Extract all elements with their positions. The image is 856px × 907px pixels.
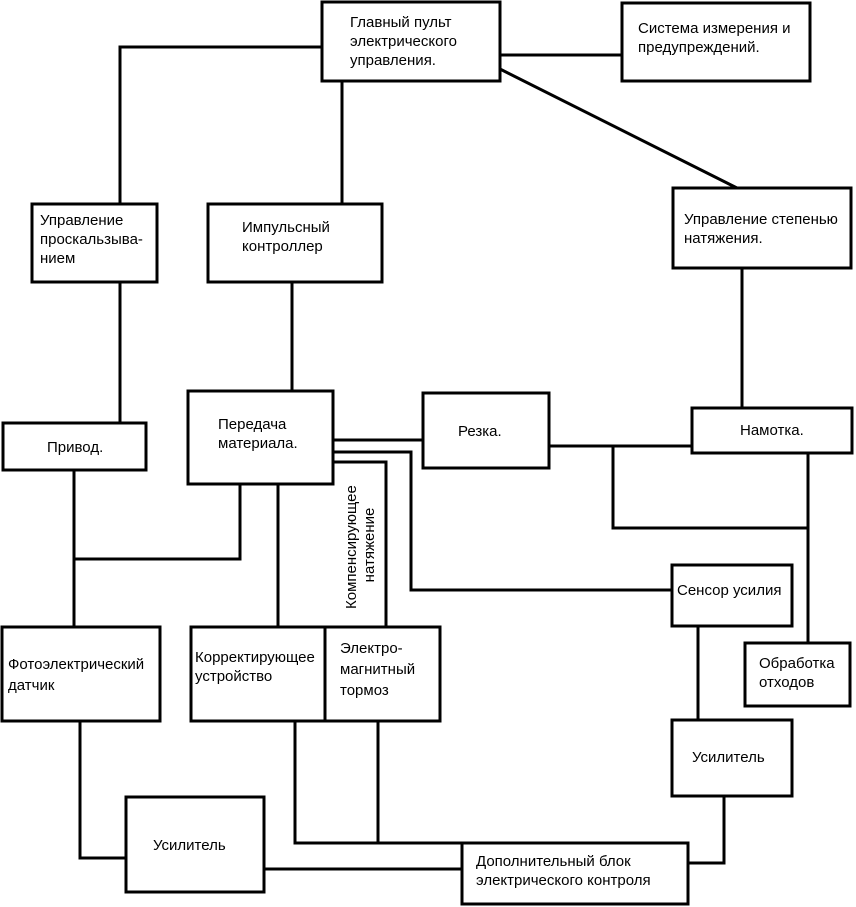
tension-control-label: Управление степенью натяжения. <box>684 211 842 247</box>
wire-correcting-aux <box>293 721 462 845</box>
node-aux-control-block: Дополнительный блок электрического контр… <box>460 841 690 906</box>
node-waste-processing: Обработка отходов <box>743 641 852 708</box>
wire-waste-loop <box>611 446 808 530</box>
amplifier-left-label: Усилитель <box>153 837 226 854</box>
connections <box>72 45 810 871</box>
wire-feed-force-sensor <box>333 450 672 592</box>
node-cutting: Резка. <box>421 391 551 470</box>
node-amplifier-left: Усилитель <box>124 795 266 894</box>
correcting-device-label: Корректирующее устройство <box>195 649 319 685</box>
wire-amplifier-aux-right <box>688 796 726 865</box>
node-pulse-controller: Импульсный контроллер <box>206 202 384 284</box>
node-material-feed: Передача материала. <box>186 389 335 486</box>
winding-label: Намотка. <box>740 422 804 439</box>
node-main-console: Главный пульт электрического управления. <box>320 0 502 83</box>
photo-sensor-label: Фотоэлектрический датчик <box>8 656 148 694</box>
node-correcting-device: Корректирующее устройство <box>189 625 327 723</box>
node-em-brake: Электро- магнитный тормоз <box>323 625 442 723</box>
node-winding: Намотка. <box>690 406 854 455</box>
node-drive: Привод. <box>1 421 148 472</box>
main-console-label: Главный пульт электрического управления. <box>350 14 461 69</box>
slip-control-label: Управление проскальзыва- нием <box>40 212 147 267</box>
wire-feed-em-brake <box>333 460 388 627</box>
em-brake-label: Электро- магнитный тормоз <box>340 640 419 699</box>
pulse-controller-label: Импульсный контроллер <box>242 219 334 255</box>
drive-label: Привод. <box>47 439 103 456</box>
node-slip-control: Управление проскальзыва- нием <box>30 202 159 284</box>
material-feed-label: Передача материала. <box>218 416 298 452</box>
wire-photo-amplifier <box>78 721 126 860</box>
amplifier-right-label: Усилитель <box>692 749 765 766</box>
node-amplifier-right: Усилитель <box>670 718 794 798</box>
node-force-sensor: Сенсор усилия <box>670 563 794 628</box>
node-photo-sensor: Фотоэлектрический датчик <box>0 625 162 723</box>
wire-console-tension <box>499 67 738 190</box>
node-tension-control: Управление степенью натяжения. <box>671 186 853 270</box>
force-sensor-label: Сенсор усилия <box>677 582 781 599</box>
measurement-system-label: Система измерения и предупреждений. <box>638 20 795 56</box>
aux-control-block-label: Дополнительный блок электрического контр… <box>476 853 651 889</box>
waste-processing-label: Обработка отходов <box>759 655 839 691</box>
wire-feed-photo-sensor <box>74 484 242 561</box>
wire-console-slip <box>118 45 322 204</box>
compensating-tension-label: Компенсирующее натяжение <box>343 481 378 609</box>
cutting-label: Резка. <box>458 423 502 440</box>
node-measurement-system: Система измерения и предупреждений. <box>620 1 812 83</box>
